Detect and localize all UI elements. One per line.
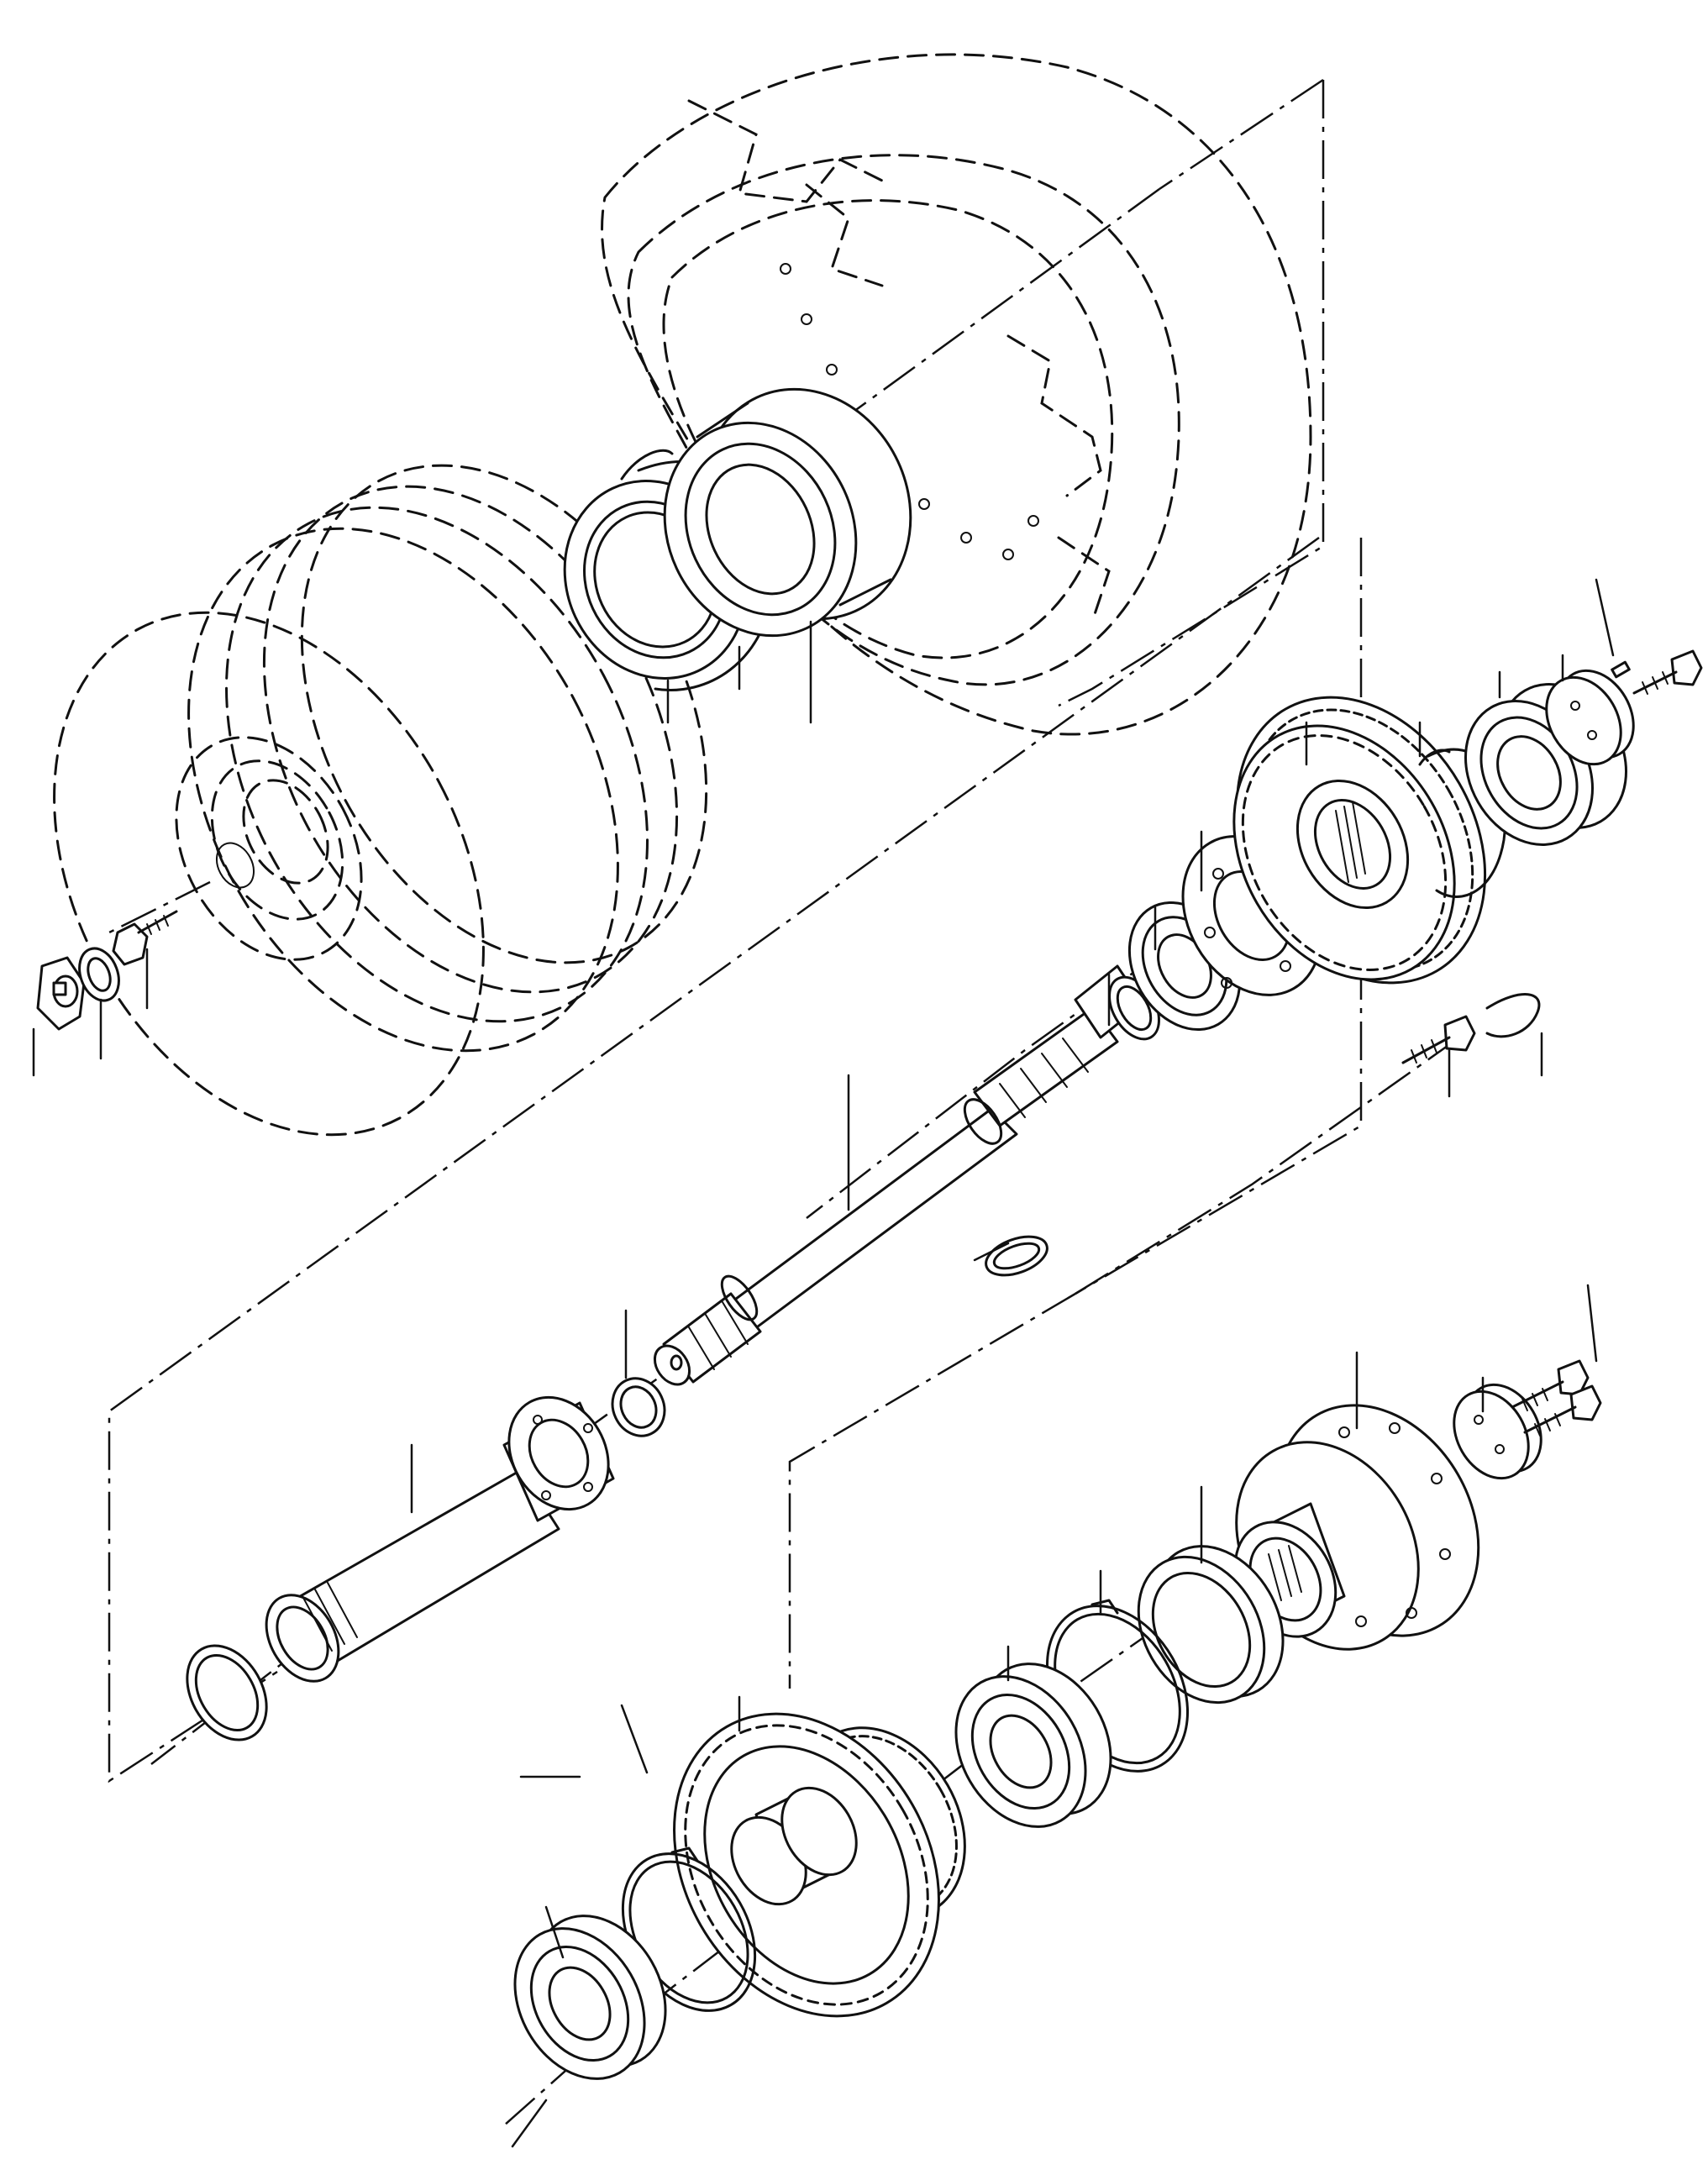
upper-gear	[1232, 696, 1487, 985]
lower-bearing	[954, 1663, 1112, 1828]
bottom-bearing	[513, 1915, 667, 2080]
drain-plug-washer	[78, 947, 120, 1002]
upper-gear-bolt	[1401, 1015, 1476, 1064]
end-cover-pin	[1611, 660, 1631, 679]
torque-converter-housing	[601, 53, 1312, 736]
end-cover-plate	[1545, 669, 1635, 766]
drain-bolt	[112, 910, 178, 966]
lower-cover-plate	[1453, 1383, 1542, 1480]
lower-gear	[673, 1712, 966, 2018]
upper-gear-lock-plate	[1485, 993, 1541, 1038]
lower-seal	[1137, 1545, 1285, 1705]
input-shaft	[653, 964, 1144, 1386]
input-shaft-snap-ring	[985, 1235, 1048, 1277]
leader-lines	[32, 578, 1615, 2148]
end-cover-bolt	[1632, 649, 1703, 695]
sleeve-snap-ring	[186, 1644, 268, 1741]
torque-converter	[53, 464, 708, 1137]
lower-cover	[1233, 1404, 1480, 1651]
output-sleeve-shaft	[265, 1395, 615, 1683]
drain-plug	[36, 956, 86, 1031]
lower-cover-bolts	[1511, 1359, 1602, 1437]
housing-bearing	[663, 387, 912, 638]
input-shaft-front-snap-ring	[611, 1377, 666, 1437]
